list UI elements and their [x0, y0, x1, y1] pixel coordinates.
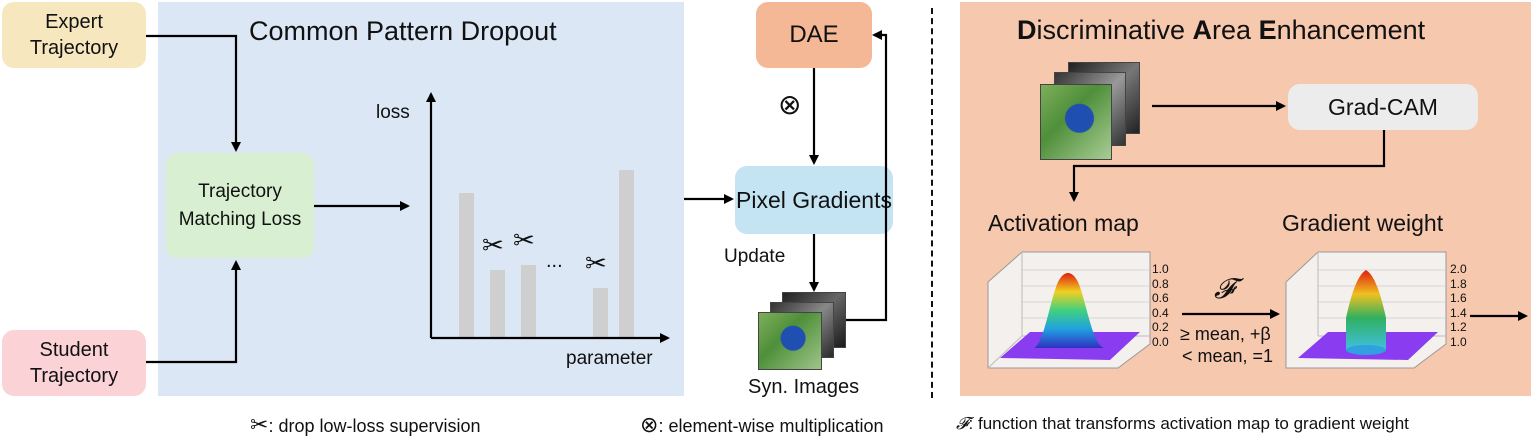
loss-bar [459, 193, 474, 338]
scissors-icon: ✂ [482, 230, 504, 260]
tick-label: 1.4 [1450, 305, 1467, 320]
ellipsis: ... [546, 250, 563, 272]
activation-map-plot [987, 251, 1151, 369]
tick-label: 1.8 [1450, 276, 1467, 291]
expert-trajectory-box: Expert Trajectory [2, 2, 146, 68]
tick-label: 1.0 [1450, 334, 1467, 349]
tick-label: 1.6 [1450, 291, 1467, 305]
function-symbol: 𝓕 [1214, 272, 1235, 305]
gradient-weight-label: Gradient weight [1282, 210, 1444, 236]
grad-cam-box: Grad-CAM [1288, 84, 1478, 130]
input-bird-image-icon [1040, 84, 1112, 160]
cpd-title: Common Pattern Dropout [249, 16, 557, 46]
rule-greater-equal: ≥ mean, +β [1180, 324, 1271, 344]
gradcam-to-activation-arrow [1069, 130, 1386, 202]
scissors-icon: ✂ [250, 412, 269, 437]
dashed-divider [931, 8, 933, 398]
loss-bar [521, 265, 536, 338]
syn-images-label: Syn. Images [748, 376, 860, 398]
update-label: Update [724, 246, 786, 267]
tick-label: 1.0 [1152, 262, 1169, 276]
student-to-loss-arrow [146, 260, 241, 364]
function-legend-icon: 𝓕 [956, 414, 969, 434]
multiply-legend-icon: ⊗ [640, 412, 659, 437]
tick-label: 0.2 [1152, 320, 1169, 334]
tick-label: 0.0 [1152, 334, 1169, 349]
parameter-axis-label: parameter [566, 348, 653, 369]
tick-label: 1.2 [1450, 320, 1467, 334]
trajectory-matching-loss-box: Trajectory Matching Loss [166, 153, 314, 258]
bird-image-icon [758, 312, 822, 370]
multiply-icon: ⊗ [778, 89, 802, 120]
scissors-icon: ✂ [513, 225, 535, 255]
gradient-weight-plot [1285, 251, 1447, 369]
rule-less: < mean, =1 [1182, 346, 1274, 366]
activation-map-label: Activation map [988, 210, 1139, 236]
multiply-legend: ⊗: element-wise multiplication [640, 412, 884, 437]
loss-bar [619, 170, 634, 338]
dae-title: Discriminative Area Enhancement [1017, 15, 1426, 45]
feedback-arrow [846, 30, 888, 322]
expert-to-loss-arrow [146, 34, 241, 152]
loss-axis-label: loss [376, 102, 410, 123]
function-legend: 𝓕: function that transforms activation m… [956, 414, 1409, 434]
tick-label: 0.8 [1152, 276, 1169, 291]
scissors-legend: ✂: drop low-loss supervision [250, 412, 481, 437]
tick-label: 0.4 [1152, 305, 1169, 320]
tick-label: 0.6 [1152, 291, 1169, 305]
tick-label: 2.0 [1450, 262, 1467, 276]
dae-box: DAE [756, 2, 872, 68]
student-trajectory-box: Student Trajectory [2, 330, 146, 396]
loss-bar [490, 270, 505, 338]
pixel-gradients-box: Pixel Gradients [735, 166, 893, 234]
loss-bar [593, 288, 608, 338]
scissors-icon: ✂ [585, 248, 607, 278]
